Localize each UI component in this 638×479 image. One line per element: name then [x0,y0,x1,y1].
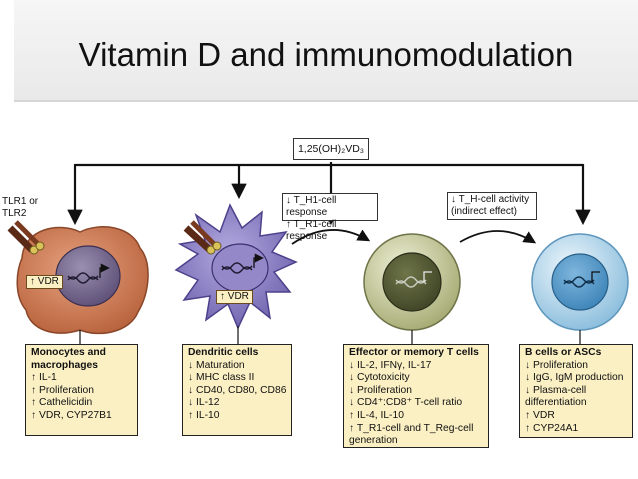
bcell-note-line: ↓ T_H-cell activity [451,194,530,205]
box-line: ↓ CD4⁺:CD8⁺ T-cell ratio [349,397,463,409]
box-line: ↑ VDR, CYP27B1 [31,409,112,421]
tlr-receptor-icon [7,220,45,255]
dendritic-vdr-tag: ↑ VDR [216,290,253,304]
arrow-dc-to-tcell [291,229,371,245]
dendritic-cell [174,203,298,330]
box-line: ↑ IL-1 [31,372,57,384]
monocytes-box: Monocytes and macrophages ↑ IL-1 ↑ Proli… [25,344,138,436]
box-header: B cells or ASCs [525,347,602,358]
box-line: ↓ Plasma-cell [525,384,587,396]
tcell-note-line: ↑ T_R1-cell response [286,219,337,242]
box-line: ↑ T_R1-cell and T_Reg-cell [349,422,474,434]
box-line: differentiation [525,397,587,409]
box-header: Dendritic cells [188,347,259,358]
box-line: ↑ Proliferation [31,384,94,396]
b-cell [531,233,629,331]
arrow-tcell-to-bcell [459,230,537,244]
box-line: ↓ Proliferation [525,359,588,371]
box-line: ↓ IL-12 [188,397,220,409]
dc-receptor-icon [183,220,222,255]
t-cell [363,233,461,331]
box-line: ↓ Maturation [188,359,245,371]
distribution-lines [67,162,591,226]
box-line: generation [349,435,398,447]
title-bar: Vitamin D and immunomodulation [14,0,638,102]
box-line: ↓ MHC class II [188,372,255,384]
box-line: ↓ CD40, CD80, CD86 [188,384,287,396]
tcells-box: Effector or memory T cells ↓ IL-2, IFNγ,… [343,344,489,448]
tlr-label: TLR1 or TLR2 [2,196,38,220]
vitamin-d-label: 1,25(OH)₂VD₃ [293,138,369,160]
box-line: ↓ Proliferation [349,384,412,396]
slide-title: Vitamin D and immunomodulation [78,36,574,73]
bcells-box: B cells or ASCs ↓ Proliferation ↓ IgG, I… [519,344,633,438]
box-line: ↓ Cytotoxicity [349,372,410,384]
tlr-label-line: TLR2 [2,208,27,219]
monocyte-vdr-tag: ↑ VDR [26,275,63,289]
box-line: ↑ IL-4, IL-10 [349,409,404,421]
bcell-activity-note: ↓ T_H-cell activity (indirect effect) [447,192,537,220]
box-header: Monocytes and [31,347,106,358]
box-line: ↓ IL-2, IFNγ, IL-17 [349,359,432,371]
monocyte-cell [7,220,149,335]
box-line: ↑ IL-10 [188,409,220,421]
tlr-label-line: TLR1 or [2,196,39,207]
box-line: ↑ Cathelicidin [31,397,93,409]
box-line: ↓ IgG, IgM production [525,372,624,384]
box-header: macrophages [31,359,98,371]
dendritic-box: Dendritic cells ↓ Maturation ↓ MHC class… [182,344,292,436]
box-line: ↑ CYP24A1 [525,422,579,434]
tcell-note-line: ↓ T_H1-cell response [286,195,337,218]
tcell-response-note: ↓ T_H1-cell response ↑ T_R1-cell respons… [282,193,378,242]
box-line: ↑ VDR [525,409,555,421]
box-connectors [79,326,581,344]
box-header: Effector or memory T cells [349,347,479,358]
bcell-note-line: (indirect effect) [451,206,517,217]
